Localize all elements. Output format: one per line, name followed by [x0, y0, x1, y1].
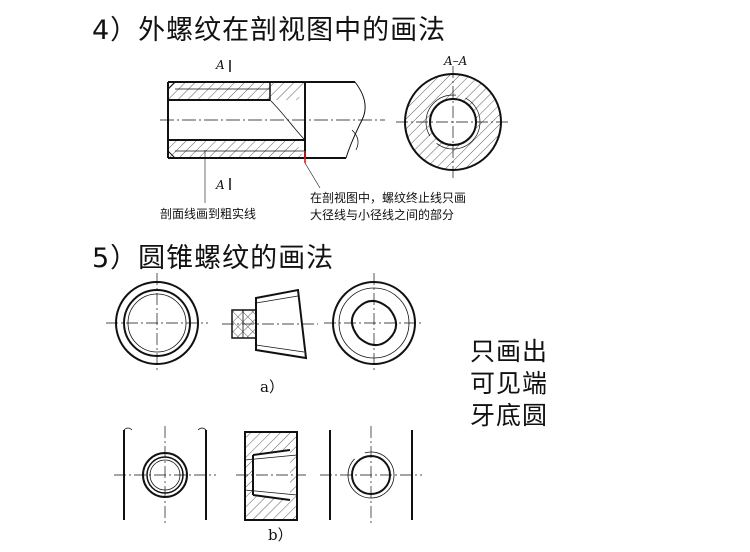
internal-taper-thread-view-left — [114, 426, 216, 524]
section-label-a-bottom: A — [216, 178, 225, 192]
lower-hatch-band — [168, 140, 310, 158]
section-4-heading: 4）外螺纹在剖视图中的画法 — [92, 15, 447, 46]
taper-thread-side-view — [222, 288, 318, 360]
side-note-line-1: 只画出 — [470, 337, 549, 366]
taper-thread-end-view-left — [106, 273, 208, 373]
thread-end-note-line2: 大径线与小径线之间的部分 — [310, 208, 455, 222]
side-note-line-2: 可见端 — [470, 369, 549, 398]
taper-thread-end-view-right — [324, 273, 424, 373]
section-label-a-top: A — [216, 58, 225, 72]
caption-a: a） — [260, 378, 284, 396]
internal-taper-thread-view-right — [320, 426, 422, 524]
section-view-label: A–A — [444, 54, 468, 68]
upper-hatch-band — [168, 82, 305, 100]
caption-b: b） — [268, 526, 293, 544]
internal-taper-thread-section — [236, 431, 306, 521]
side-note-line-3: 牙底圆 — [470, 401, 549, 430]
section-a-a-end-view — [396, 66, 510, 178]
threaded-shaft-section-view — [160, 60, 385, 203]
thread-end-note: 在剖视图中，螺纹终止线只画 大径线与小径线之间的部分 — [310, 190, 466, 224]
side-note: 只画出 可见端 牙底圆 — [470, 336, 548, 432]
thread-end-note-line1: 在剖视图中，螺纹终止线只画 — [310, 191, 467, 205]
section-5-heading: 5）圆锥螺纹的画法 — [92, 243, 335, 274]
hatch-note: 剖面线画到粗实线 — [160, 207, 257, 221]
